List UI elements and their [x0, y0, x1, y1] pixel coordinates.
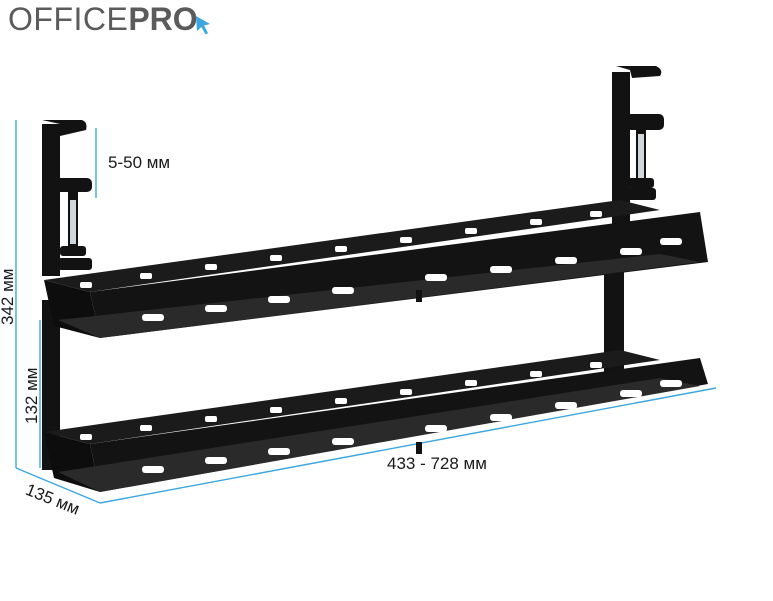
total-height-label: 342 мм — [0, 268, 17, 325]
cursor-arrow-icon — [195, 16, 210, 35]
upper-tray — [44, 200, 708, 338]
clamp-range-label: 5-50 мм — [108, 153, 171, 172]
right-clamp — [616, 66, 664, 200]
tier-spacing-label: 132 мм — [22, 367, 41, 424]
width-range-label: 433 - 728 мм — [387, 454, 487, 473]
dimension-lines — [15, 120, 717, 504]
left-clamp — [42, 120, 92, 270]
brand-name-part2: PRO — [128, 0, 198, 37]
lower-tray — [44, 350, 708, 492]
brand-name-part1: OFFICE — [8, 0, 129, 37]
